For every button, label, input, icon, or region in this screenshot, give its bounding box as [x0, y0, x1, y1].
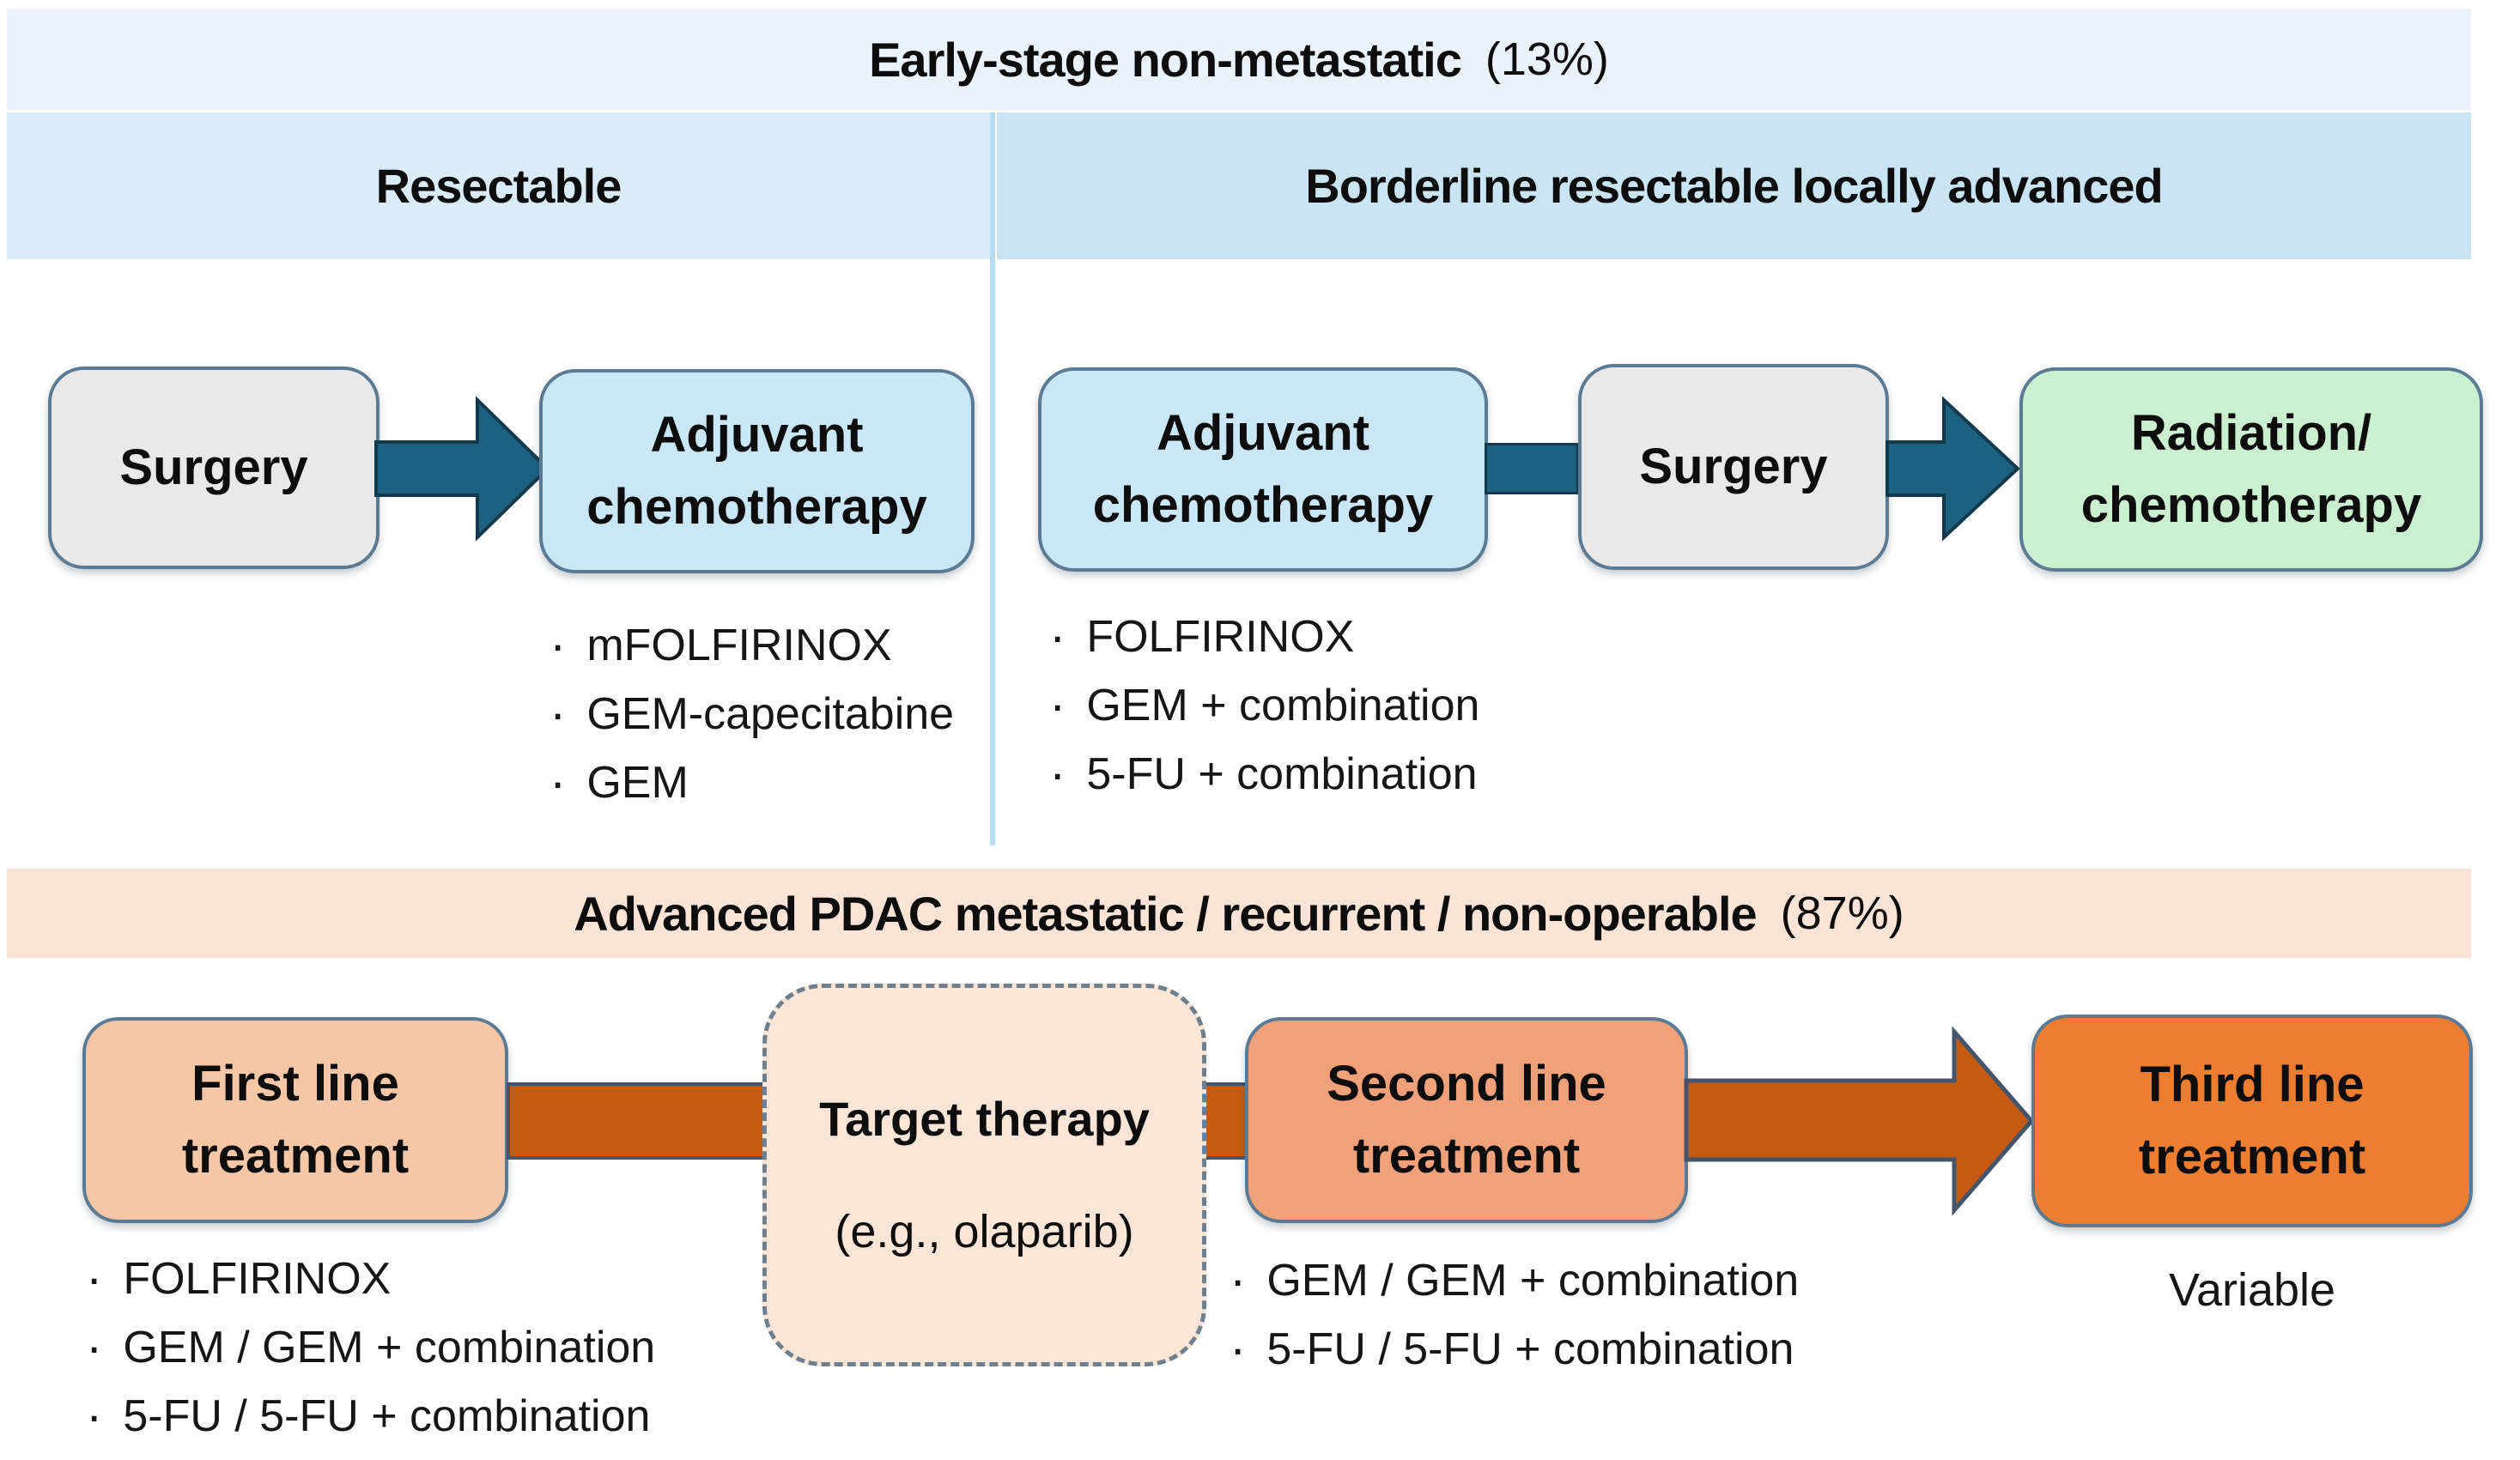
surgery-box-resectable-label: Surgery — [119, 439, 308, 495]
surgery-box-borderline-label: Surgery — [1639, 438, 1828, 494]
regimen-text: GEM / GEM + combination — [123, 1323, 656, 1372]
resectable-header-label: Resectable — [375, 159, 622, 213]
bullet-dot: · — [1049, 609, 1066, 664]
adjuvant-chemotherapy-box-resectable: Adjuvant chemotherapy — [539, 369, 975, 573]
adjuvant-chemotherapy-label: Adjuvant chemotherapy — [1092, 404, 1434, 533]
regimen-text: 5-FU / 5-FU + combination — [1266, 1324, 1794, 1374]
bullet-dot: · — [550, 617, 567, 673]
list-item: · 5-FU / 5-FU + combination — [1230, 1315, 1799, 1384]
list-item: · mFOLFIRINOX — [550, 611, 954, 680]
third-line-note: Variable — [2168, 1264, 2336, 1316]
regimen-text: 5-FU / 5-FU + combination — [123, 1391, 651, 1441]
bullet-dot: · — [1230, 1321, 1247, 1377]
early-stage-header-band: Early-stage non-metastatic (13%) — [7, 9, 2471, 110]
early-stage-percentage: (13%) — [1485, 33, 1609, 85]
column-divider-line — [990, 112, 995, 845]
advanced-percentage: (87%) — [1780, 888, 1904, 939]
borderline-header-label: Borderline resectable locally advanced — [1305, 159, 2163, 213]
bullet-dot: · — [86, 1319, 103, 1375]
radiation-chemotherapy-label: Radiation/ chemotherapy — [2080, 404, 2422, 533]
advanced-title: Advanced PDAC metastatic / recurrent / n… — [574, 886, 1757, 941]
regimen-text: 5-FU + combination — [1086, 749, 1478, 799]
regimen-text: GEM-capecitabine — [586, 689, 955, 739]
flow-arrow-icon — [1684, 1026, 2035, 1216]
radiation-chemotherapy-box: Radiation/ chemotherapy — [2019, 367, 2483, 572]
arrow-shape — [374, 396, 550, 542]
list-item: · GEM — [550, 748, 954, 817]
bullet-dot: · — [550, 686, 567, 742]
first-line-treatment-label: First line treatment — [181, 1055, 410, 1184]
list-item: · GEM / GEM + combination — [86, 1313, 655, 1382]
third-line-treatment-label: Third line treatment — [2138, 1056, 2366, 1184]
adjuvant-chemotherapy-label: Adjuvant chemotherapy — [586, 406, 927, 535]
resectable-header-band: Resectable — [7, 112, 990, 259]
list-item: · GEM + combination — [1049, 671, 1479, 740]
bullet-dot: · — [1049, 746, 1066, 802]
second-line-regimen-list: · GEM / GEM + combination · 5-FU / 5-FU … — [1230, 1246, 1799, 1384]
adjuvant-chemotherapy-box-borderline: Adjuvant chemotherapy — [1038, 367, 1488, 572]
regimen-text: FOLFIRINOX — [1086, 612, 1355, 662]
list-item: · 5-FU + combination — [1049, 740, 1479, 809]
regimen-text: FOLFIRINOX — [123, 1254, 392, 1304]
bullet-dot: · — [1230, 1252, 1247, 1308]
regimen-text: GEM — [586, 758, 689, 808]
advanced-header-band: Advanced PDAC metastatic / recurrent / n… — [7, 869, 2471, 958]
bullet-dot: · — [86, 1251, 103, 1306]
arrow-shape — [1885, 396, 2020, 542]
list-item: · FOLFIRINOX — [86, 1245, 655, 1313]
surgery-box-resectable: Surgery — [48, 367, 380, 569]
first-line-treatment-box: First line treatment — [82, 1017, 508, 1223]
second-line-treatment-box: Second line treatment — [1245, 1017, 1688, 1223]
list-item: · FOLFIRINOX — [1049, 603, 1479, 671]
bullet-dot: · — [86, 1388, 103, 1444]
borderline-header-band: Borderline resectable locally advanced — [997, 112, 2471, 259]
early-stage-title: Early-stage non-metastatic — [869, 32, 1462, 87]
target-therapy-label: Target therapy — [819, 1092, 1150, 1147]
second-line-treatment-label: Second line treatment — [1327, 1055, 1606, 1184]
flow-arrow-icon — [374, 396, 550, 542]
target-therapy-box: Target therapy (e.g., olaparib) — [762, 984, 1206, 1366]
resectable-regimen-list: · mFOLFIRINOX · GEM-capecitabine · GEM — [550, 611, 954, 817]
list-item: · GEM / GEM + combination — [1230, 1246, 1799, 1315]
flow-connector-bar — [1485, 443, 1579, 494]
regimen-text: GEM / GEM + combination — [1266, 1256, 1800, 1306]
regimen-text: GEM + combination — [1086, 681, 1480, 730]
borderline-regimen-list: · FOLFIRINOX · GEM + combination · 5-FU … — [1049, 603, 1479, 809]
flow-arrow-icon — [1885, 396, 2020, 542]
bullet-dot: · — [1049, 677, 1066, 733]
regimen-text: mFOLFIRINOX — [586, 621, 892, 670]
target-therapy-example: (e.g., olaparib) — [835, 1206, 1134, 1258]
bullet-dot: · — [550, 754, 567, 810]
third-line-treatment-box: Third line treatment — [2031, 1015, 2473, 1227]
list-item: · 5-FU / 5-FU + combination — [86, 1382, 655, 1451]
arrow-shape — [1684, 1026, 2035, 1216]
list-item: · GEM-capecitabine — [550, 680, 954, 748]
first-line-regimen-list: · FOLFIRINOX · GEM / GEM + combination ·… — [86, 1245, 655, 1451]
surgery-box-borderline: Surgery — [1578, 364, 1889, 570]
